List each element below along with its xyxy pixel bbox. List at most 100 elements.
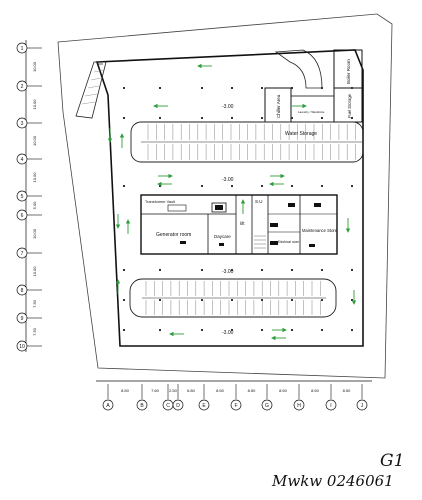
- column-dot: [291, 329, 293, 331]
- column-label: F: [234, 403, 237, 409]
- service-core: [140, 194, 338, 255]
- laundry-note: Laundry / Wardrobe: [298, 110, 325, 114]
- column-dimension: 8.50: [121, 388, 130, 393]
- column-dot: [159, 299, 161, 301]
- column-bubble: [261, 399, 273, 411]
- row-label: 3: [21, 121, 24, 127]
- column-dot: [123, 329, 125, 331]
- fuel-storage-label: Fuel Storage: [347, 93, 352, 118]
- column-dimension: 6.80: [187, 388, 196, 393]
- row-label: 2: [21, 84, 24, 90]
- column-bubble: [325, 399, 337, 411]
- stair-label: S.U: [255, 199, 263, 204]
- column-dot: [261, 185, 263, 187]
- column-label: D: [176, 403, 180, 409]
- column-dot: [321, 299, 323, 301]
- column-dot: [291, 299, 293, 301]
- column-dot: [351, 87, 353, 89]
- row-dimension: 10.00: [32, 99, 37, 110]
- column-dot: [321, 269, 323, 271]
- signature-line-1: G1: [380, 451, 404, 471]
- chiller-area-label: Chiller Area: [276, 94, 281, 118]
- level-marker-middle: -3.00: [222, 177, 234, 183]
- row-grid-markers: 1234567891010.0010.0010.0010.005.0010.00…: [16, 42, 42, 352]
- column-dot: [291, 87, 293, 89]
- column-dot: [231, 185, 233, 187]
- column-dot: [159, 269, 161, 271]
- maintenance-store-label: Maintenance Store: [302, 228, 338, 233]
- row-dimension: 10.00: [32, 228, 37, 239]
- column-label: J: [361, 403, 364, 409]
- column-label: B: [140, 403, 144, 409]
- row-label: 6: [21, 213, 24, 219]
- column-dimension: 8.50: [216, 388, 225, 393]
- lift-label: lift: [240, 221, 245, 226]
- level-marker-lower: -3.00: [222, 269, 234, 275]
- row-dimension: 10.00: [32, 266, 37, 277]
- parking-stalls-lower: [145, 281, 321, 315]
- row-label: 8: [21, 288, 24, 294]
- column-dimension: 8.50: [279, 388, 288, 393]
- level-marker-top: -3.00: [222, 104, 234, 110]
- row-label: 7: [21, 251, 24, 257]
- column-dimension: 2.50: [169, 388, 178, 393]
- row-dimension: 5.00: [32, 201, 37, 210]
- water-storage-label: Water Storage: [285, 131, 317, 137]
- daycare-label: Daycare: [214, 234, 231, 239]
- column-dot: [201, 117, 203, 119]
- column-dot: [231, 269, 233, 271]
- row-label: 10: [19, 344, 25, 350]
- parking-stalls-upper: [147, 124, 356, 160]
- column-dot: [261, 329, 263, 331]
- column-dot: [159, 329, 161, 331]
- column-label: E: [202, 403, 206, 409]
- row-label: 1: [21, 46, 24, 52]
- column-dot: [291, 269, 293, 271]
- column-dot: [159, 185, 161, 187]
- parking-bank-upper: [130, 121, 364, 163]
- column-dot: [231, 299, 233, 301]
- column-dot: [231, 117, 233, 119]
- column-dimension: 8.50: [343, 388, 352, 393]
- column-dot: [123, 185, 125, 187]
- column-dot: [351, 117, 353, 119]
- entry-ramp: [75, 61, 107, 119]
- column-label: I: [330, 403, 331, 409]
- column-dot: [351, 269, 353, 271]
- service-room: [290, 95, 335, 123]
- column-bubble: [102, 399, 114, 411]
- parking-bank-lower: [129, 278, 337, 318]
- column-dot: [231, 329, 233, 331]
- column-dot: [291, 117, 293, 119]
- signature-line-2: Mwkw 0246061: [271, 472, 394, 490]
- row-dimension: 10.00: [32, 172, 37, 183]
- column-dot: [123, 117, 125, 119]
- column-dot: [291, 185, 293, 187]
- column-dot: [201, 87, 203, 89]
- column-bubble: [136, 399, 148, 411]
- transformer-unit: [167, 204, 187, 212]
- column-dot: [261, 299, 263, 301]
- column-dot: [201, 299, 203, 301]
- column-label: G: [265, 403, 269, 409]
- ramp-treads: [81, 69, 105, 105]
- column-dot: [123, 269, 125, 271]
- transformer-label: Transformer Vault: [145, 200, 176, 204]
- column-dot: [261, 87, 263, 89]
- electrical-label: Electrical room: [278, 240, 299, 244]
- row-dimension: 7.50: [32, 327, 37, 336]
- column-dimension: 7.60: [151, 388, 160, 393]
- column-bubble: [198, 399, 210, 411]
- column-dot: [351, 329, 353, 331]
- column-dot: [123, 87, 125, 89]
- column-dot: [231, 87, 233, 89]
- row-dimension: 10.00: [32, 61, 37, 72]
- column-label: H: [297, 403, 301, 409]
- column-dimension: 8.50: [311, 388, 320, 393]
- column-dot: [159, 87, 161, 89]
- site-boundary: [57, 13, 393, 379]
- column-dot: [261, 269, 263, 271]
- column-dot: [201, 185, 203, 187]
